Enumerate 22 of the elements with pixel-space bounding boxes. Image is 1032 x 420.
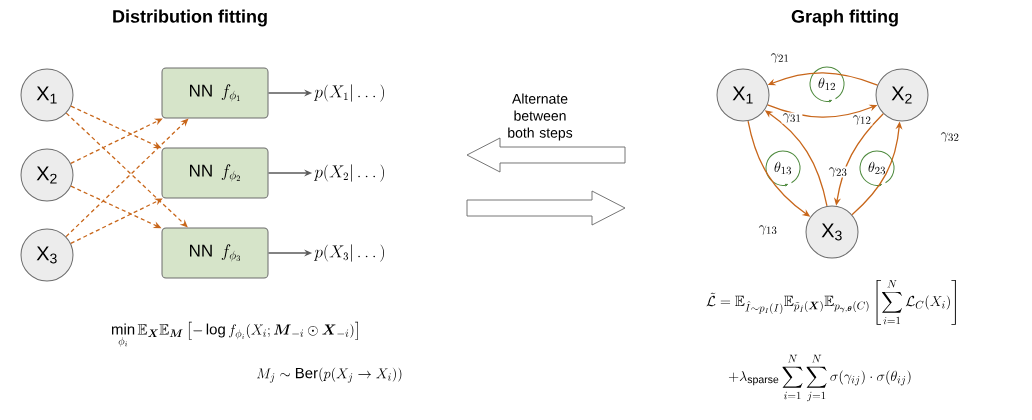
note-text: Alternate between both steps xyxy=(508,93,573,141)
loss-formula: $\min_{\phi_i} \mathbb{E}_{\boldsymbol{X}}\mathbb{E}_{\boldsymbol{M}}\left[-\log f_{\phi_i}(X_i;\boldsymbol{M}_{-i}\odot\boldsymbol{X}_{-i})\right]$ xyxy=(111,321,358,347)
angle-label: $\theta_{12}$ xyxy=(818,77,835,91)
output-label: $p(X_2|\dots)$ xyxy=(313,164,384,182)
edge-label: $\gamma_{23}$ xyxy=(827,166,849,178)
network-box: $\text{NN}\;\, f_{\phi_3}$ xyxy=(161,227,269,279)
edge-label: $\gamma_{21}$ xyxy=(769,52,791,64)
panel-title: Graph fitting xyxy=(791,9,898,27)
edge-label: $\gamma_{13}$ xyxy=(757,224,779,236)
loss-formula: $\tilde{\mathcal{L}} = \mathbb{E}_{\hat{I}\sim p_I(I)}\mathbb{E}_{\tilde{p}_{\hat{I}}(\boldsymbol{X})}\mathbb{E}_{p_{\boldsymbol{\gamma},\boldsymbol{\theta}}(C)}\left[\sum_{i=1}^{N}\mathcal{L}_C(X_i)\right]$ xyxy=(706,279,956,325)
output-label: $p(X_3|\dots)$ xyxy=(313,244,384,262)
edge-label: $\gamma_{12}$ xyxy=(851,114,873,126)
network-box: $\text{NN}\;\, f_{\phi_1}$ xyxy=(161,67,269,119)
panel-title: Distribution fitting xyxy=(113,9,267,27)
edge-label: $\gamma_{31}$ xyxy=(781,112,803,124)
mask-formula: $M_j \sim \mathrm{Ber}(p(X_j \to X_i))$ xyxy=(256,367,402,383)
edge-label: $\gamma_{32}$ xyxy=(939,131,961,143)
angle-label: $\theta_{23}$ xyxy=(868,161,886,175)
output-label: $p(X_1|\dots)$ xyxy=(313,84,384,102)
network-box: $\text{NN}\;\, f_{\phi_2}$ xyxy=(161,147,269,199)
penalty-formula: $+\lambda_{\mathrm{sparse}}\sum_{i=1}^{N}\sum_{j=1}^{N}\sigma(\gamma_{ij})\cdot\sigma(\theta_{ij})$ xyxy=(728,354,911,402)
angle-label: $\theta_{13}$ xyxy=(774,161,792,175)
